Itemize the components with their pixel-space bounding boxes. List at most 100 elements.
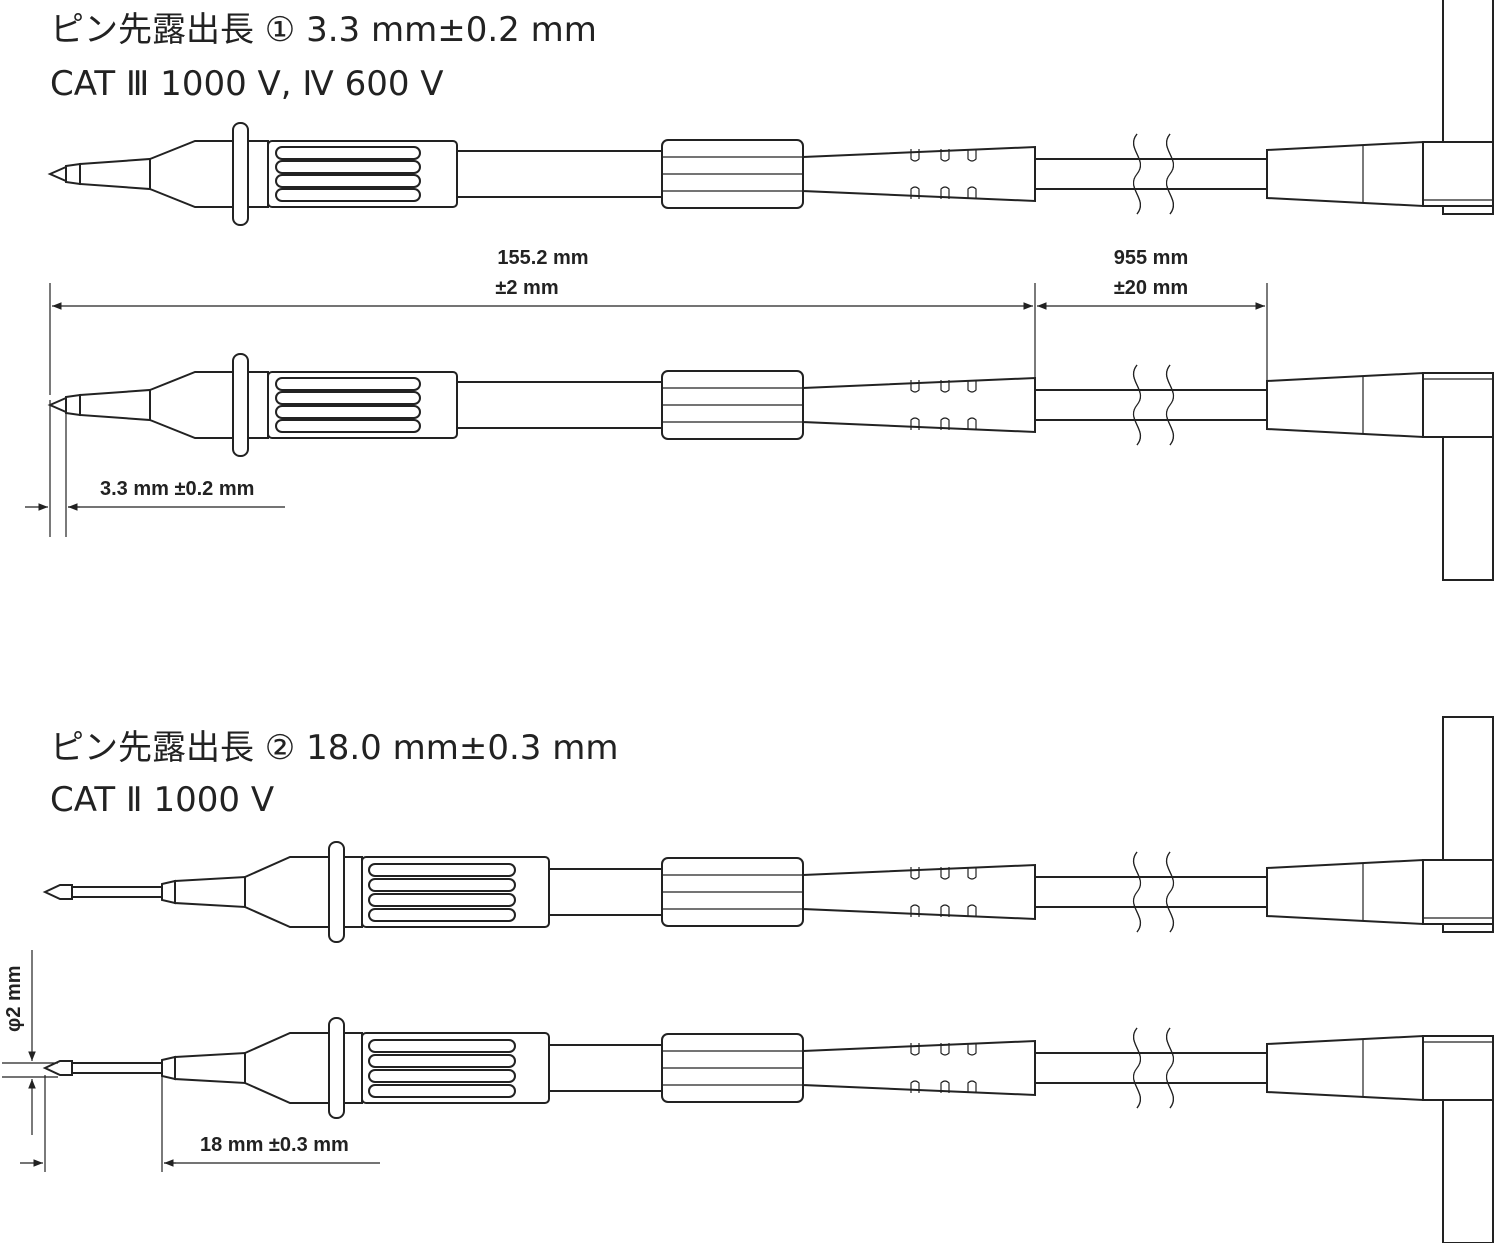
notch: [910, 417, 920, 430]
notch: [967, 380, 977, 393]
tip-collar: [65, 393, 81, 417]
grip-rib: [368, 893, 516, 907]
tip2-exposure-label: 18 mm ±0.3 mm: [200, 1134, 349, 1156]
probe-shaft: [454, 150, 666, 198]
tip2-exposure-dimension: 18 mm ±0.3 mm: [20, 1062, 380, 1172]
probe-length-dimension: 155.2 mm ±2 mm 955 mm ±20 mm: [49, 247, 1268, 395]
cable-length-label: 955 mm: [1114, 247, 1189, 269]
notch: [910, 380, 920, 393]
test-cable: [1034, 389, 1268, 421]
finger-guard: [328, 1017, 345, 1119]
notch: [940, 867, 950, 880]
notch: [910, 186, 920, 199]
notch: [967, 1043, 977, 1056]
notch: [967, 1080, 977, 1093]
probe-4: [42, 1017, 1494, 1243]
grip-rib: [275, 146, 421, 160]
notch: [910, 1080, 920, 1093]
notch: [967, 186, 977, 199]
probe-drawings: [42, 0, 1494, 1243]
probe-shaft: [547, 868, 666, 916]
grip-rib: [275, 391, 421, 405]
tip-collar: [161, 1055, 176, 1081]
notch: [940, 417, 950, 430]
cable-length-tolerance: ±20 mm: [1114, 277, 1188, 299]
rear-connector: [1422, 141, 1494, 207]
section1-cat-rating: CAT Ⅲ 1000 V, Ⅳ 600 V: [50, 64, 444, 104]
notch: [940, 149, 950, 162]
tip-collar: [161, 879, 176, 905]
grip-rib: [368, 1069, 516, 1083]
probe-shaft: [454, 381, 666, 429]
grip-rib: [275, 174, 421, 188]
rear-connector: [1422, 1035, 1494, 1101]
tip2-diameter-dimension: φ2 mm: [2, 950, 58, 1135]
section2-title: ピン先露出長 ② 18.0 mm±0.3 mm: [50, 728, 619, 768]
probe-pin: [47, 165, 67, 183]
tip2-diameter-label: φ2 mm: [3, 965, 25, 1032]
probe-length-tolerance: ±2 mm: [495, 277, 558, 299]
rear-boot: [1266, 858, 1424, 926]
probe-cone: [149, 371, 269, 439]
grip-rib: [368, 878, 516, 892]
notch: [940, 186, 950, 199]
test-cable: [1034, 1052, 1268, 1084]
notch: [967, 149, 977, 162]
grip-rib: [275, 377, 421, 391]
rear-boot: [1266, 140, 1424, 208]
cable-break-mark: [1165, 364, 1175, 446]
grip-rib: [275, 188, 421, 202]
probe-length-label: 155.2 mm: [497, 247, 588, 269]
tip-body: [79, 388, 151, 422]
test-cable: [1034, 876, 1268, 908]
grip-rib: [368, 1054, 516, 1068]
probe-pin: [47, 396, 67, 414]
notch: [967, 417, 977, 430]
notch: [967, 904, 977, 917]
cable-break-mark: [1132, 364, 1142, 446]
tip-body: [79, 157, 151, 191]
test-cable: [1034, 158, 1268, 190]
cable-break-mark: [1132, 1027, 1142, 1109]
notch: [940, 904, 950, 917]
pin-tip: [42, 1060, 73, 1076]
grip-rib: [368, 908, 516, 922]
finger-guard: [232, 353, 249, 457]
notch: [910, 1043, 920, 1056]
rear-connector: [1422, 859, 1494, 925]
probe-3: [42, 716, 1494, 943]
probe-pin: [71, 886, 163, 898]
notch: [940, 380, 950, 393]
notch: [940, 1043, 950, 1056]
tip1-exposure-dimension: 3.3 mm ±0.2 mm: [25, 400, 285, 537]
notch: [967, 867, 977, 880]
notch: [910, 867, 920, 880]
finger-guard: [232, 122, 249, 226]
grip-rib: [368, 1039, 516, 1053]
probe-cone: [149, 140, 269, 208]
notch: [940, 1080, 950, 1093]
rear-boot: [1266, 1034, 1424, 1102]
tip-body: [174, 875, 246, 909]
cable-break-mark: [1132, 851, 1142, 933]
cable-break-mark: [1132, 133, 1142, 215]
probe-1: [47, 0, 1494, 226]
cable-break-mark: [1165, 133, 1175, 215]
grip-rib: [368, 863, 516, 877]
grip-rib: [275, 419, 421, 433]
tip-collar: [65, 162, 81, 186]
rear-boot: [1266, 371, 1424, 439]
probe-shaft: [547, 1044, 666, 1092]
rear-connector: [1422, 372, 1494, 438]
notch: [910, 149, 920, 162]
cable-break-mark: [1165, 1027, 1175, 1109]
probe-2: [47, 353, 1494, 581]
tip-body: [174, 1051, 246, 1085]
finger-guard: [328, 841, 345, 943]
grip-rib: [275, 405, 421, 419]
section2-cat-rating: CAT Ⅱ 1000 V: [50, 780, 275, 820]
probe-pin: [71, 1062, 163, 1074]
grip-rib: [368, 1084, 516, 1098]
cable-break-mark: [1165, 851, 1175, 933]
tip1-exposure-label: 3.3 mm ±0.2 mm: [100, 478, 254, 500]
